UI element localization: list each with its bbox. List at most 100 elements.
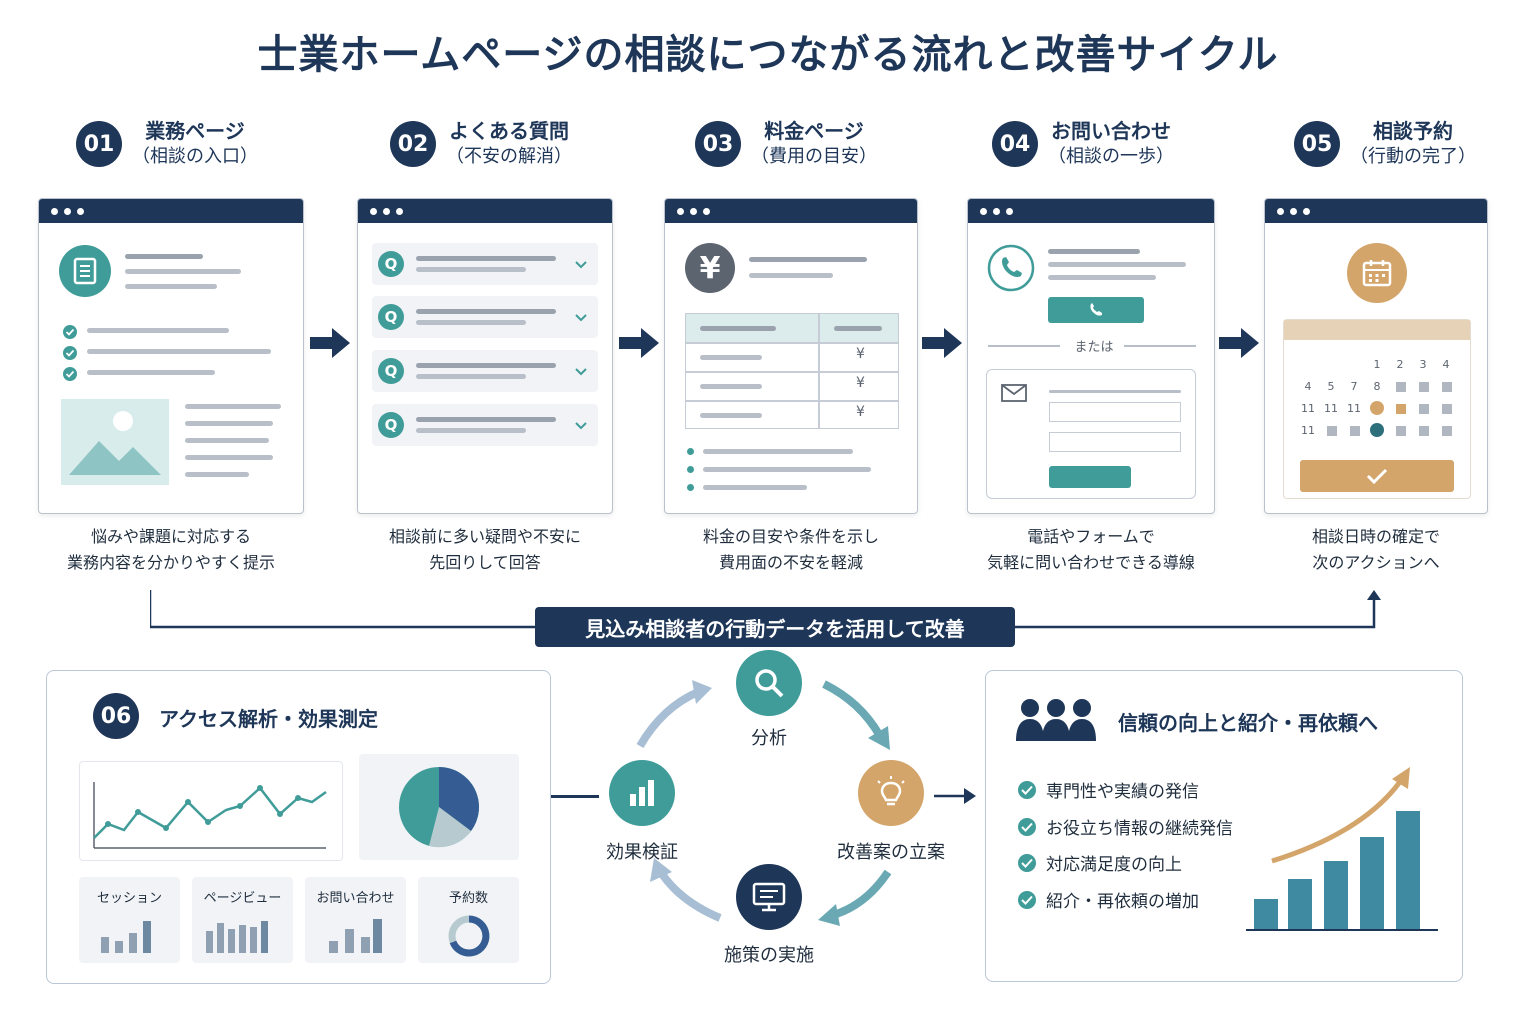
metric-card-reservations: 予約数: [418, 877, 519, 963]
arrow-right-icon: [310, 328, 350, 358]
arrow-right-icon: [1219, 328, 1259, 358]
check-icon: [1018, 780, 1036, 799]
question-badge: Q: [378, 358, 404, 384]
implement-node: [736, 864, 802, 930]
window-titlebar: [1265, 199, 1487, 223]
step-description-05: 相談日時の確定で次のアクションへ: [1311, 527, 1440, 572]
step-subtitle: （行動の完了）: [1350, 146, 1476, 167]
step-title: お問い合わせ: [1051, 119, 1171, 143]
analytics-title: アクセス解析・効果測定: [159, 707, 378, 731]
image-placeholder-icon: [61, 399, 169, 485]
service-page-window: [38, 198, 304, 514]
phone-icon: [1090, 303, 1102, 316]
check-icon: [63, 345, 77, 364]
faq-item[interactable]: Q: [372, 296, 598, 338]
step-number-badge: 06: [93, 693, 139, 739]
faq-item[interactable]: Q: [372, 404, 598, 446]
check-icon: [1018, 890, 1036, 909]
bar-chart-icon: [329, 919, 382, 953]
calendar-icon: [1347, 243, 1407, 303]
verify-node: [609, 760, 675, 826]
step-subtitle: （不安の解消）: [446, 146, 572, 167]
yen-mark: ¥: [856, 375, 865, 391]
confirm-booking-button[interactable]: [1300, 460, 1454, 492]
form-input[interactable]: [1049, 402, 1181, 422]
step-header-05: 05 相談予約 （行動の完了）: [1294, 118, 1476, 170]
step-description-03: 料金の目安や条件を示し費用面の不安を軽減: [702, 527, 879, 572]
form-input[interactable]: [1049, 432, 1181, 452]
trend-line-chart-icon: [93, 782, 327, 849]
step-header-03: 03 料金ページ（費用の目安）: [695, 118, 877, 170]
faq-window: Q Q Q Q: [357, 198, 613, 514]
bar-chart-icon: [630, 780, 654, 806]
faq-item[interactable]: Q: [372, 243, 598, 285]
arrow-right-icon: [934, 788, 976, 804]
window-titlebar: [39, 199, 303, 223]
step-title: 業務ページ: [145, 119, 245, 143]
yen-mark: ¥: [856, 404, 865, 420]
booking-calendar: 1 2 3 4 4 5 7 8 11 11 11 11: [1283, 319, 1471, 499]
faq-item[interactable]: Q: [372, 350, 598, 392]
call-button[interactable]: [1048, 297, 1144, 323]
step-description-04: 電話やフォームで気軽に問い合わせできる導線: [987, 527, 1195, 572]
chevron-down-icon: [575, 368, 587, 376]
donut-chart-icon: [448, 915, 490, 957]
step-number-badge: 05: [1294, 121, 1340, 167]
selected-date[interactable]: [1370, 401, 1384, 415]
step-subtitle: （相談の入口）: [132, 146, 258, 167]
window-titlebar: [968, 199, 1214, 223]
improvement-banner: 見込み相談者の行動データを活用して改善: [535, 607, 1015, 647]
plan-node: [858, 760, 924, 826]
window-titlebar: [665, 199, 917, 223]
step-number-badge: 04: [992, 121, 1038, 167]
chevron-down-icon: [575, 261, 587, 269]
phone-icon: [987, 244, 1035, 292]
step-title: 料金ページ: [764, 119, 864, 143]
bar-chart-icon: [101, 921, 151, 953]
trust-item: お役立ち情報の継続発信: [1018, 814, 1233, 839]
analyze-label: 分析: [751, 728, 787, 749]
booking-window: 1 2 3 4 4 5 7 8 11 11 11 11: [1264, 198, 1488, 514]
yen-mark: ¥: [856, 346, 865, 362]
bar-chart-icon: [206, 921, 268, 953]
analyze-node: [736, 650, 802, 716]
contact-window: または: [967, 198, 1215, 514]
step-description-02: 相談前に多い疑問や不安に先回りして回答: [388, 527, 581, 572]
pricing-window: ¥ ¥ ¥ ¥: [664, 198, 918, 514]
trust-panel: 信頼の向上と紹介・再依頼へ 専門性や実績の発信 お役立ち情報の継続発信 対応満足…: [985, 670, 1463, 982]
step-number-badge: 02: [390, 121, 436, 167]
check-icon: [63, 366, 77, 385]
verify-label: 効果検証: [606, 842, 678, 863]
connector-line: [551, 795, 599, 798]
trust-title: 信頼の向上と紹介・再依頼へ: [1118, 711, 1378, 735]
page-title: 士業ホームページの相談につながる流れと改善サイクル: [257, 32, 1279, 78]
pie-chart-icon: [399, 767, 479, 848]
arrow-right-icon: [922, 328, 962, 358]
step-title: 相談予約: [1373, 119, 1453, 143]
lightbulb-icon: [877, 776, 905, 806]
implement-label: 施策の実施: [724, 945, 814, 966]
trust-item: 対応満足度の向上: [1018, 850, 1182, 875]
check-icon: [63, 324, 77, 343]
line-chart-card: [79, 761, 343, 861]
window-titlebar: [358, 199, 612, 223]
contact-form: [986, 369, 1196, 499]
metric-card-inquiries: お問い合わせ: [305, 877, 406, 963]
question-badge: Q: [378, 412, 404, 438]
step-number-badge: 03: [695, 121, 741, 167]
chevron-down-icon: [575, 422, 587, 430]
mail-icon: [1001, 384, 1027, 402]
yen-icon: ¥: [685, 243, 735, 293]
growth-bar-chart-icon: [1246, 767, 1438, 931]
step-header-04: 04 お問い合わせ（相談の一歩）: [992, 118, 1174, 170]
question-badge: Q: [378, 304, 404, 330]
cycle-arrows: [636, 680, 892, 926]
step-number-badge: 01: [76, 121, 122, 167]
step-title: よくある質問: [449, 119, 569, 143]
form-submit-button[interactable]: [1049, 466, 1131, 488]
step-description-01: 悩みや課題に対応する業務内容を分かりやすく提示: [66, 527, 275, 572]
trust-item: 紹介・再依頼の増加: [1018, 887, 1199, 912]
step-header-01: 01 業務ページ （相談の入口）: [76, 118, 258, 170]
plan-label: 改善案の立案: [837, 842, 945, 863]
check-icon: [1366, 468, 1388, 484]
